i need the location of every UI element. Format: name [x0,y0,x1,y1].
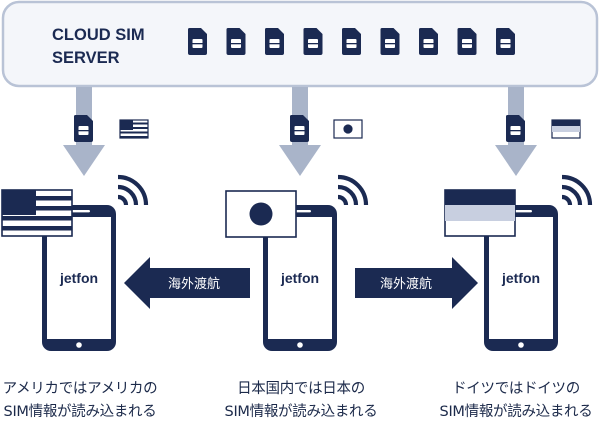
server-label-line1: CLOUD SIM [52,26,145,44]
caption-japan-line1: 日本国内では日本の [237,381,365,397]
wifi-signal-icon [338,177,366,205]
caption-japan-line2: SIM情報が読み込まれる [224,404,378,420]
usa-flag-icon [1,189,73,237]
sim-card-icon [496,28,515,55]
japan-flag-icon [333,119,363,139]
sim-card-icon [188,28,207,55]
phone-brand-germany: jetfon [501,270,540,286]
sim-card-icon [265,28,284,55]
sim-card-icon [380,28,400,55]
sim-card-icon [290,115,309,142]
japan-flag-icon [225,190,297,238]
server-sim-cards [188,28,515,55]
caption-usa-line1: アメリカではアメリカの [2,381,158,397]
caption-germany: ドイツではドイツの SIM情報が読み込まれる [421,378,600,424]
sim-card-icon [419,28,438,55]
sim-card-icon [226,28,246,55]
phone-brand-japan: jetfon [280,270,319,286]
caption-japan: 日本国内では日本の SIM情報が読み込まれる [206,378,396,424]
caption-usa-line2: SIM情報が読み込まれる [3,404,157,420]
sim-card-icon [506,115,525,142]
caption-germany-line1: ドイツではドイツの [452,381,580,397]
sim-card-icon [457,28,477,55]
sim-card-icon [74,115,93,142]
phone-brand-usa: jetfon [59,270,98,286]
sim-card-icon [342,28,361,55]
usa-flag-icon [119,119,149,139]
server-label-line2: SERVER [52,49,120,67]
caption-usa: アメリカではアメリカの SIM情報が読み込まれる [0,378,175,424]
cloud-sim-server [1,0,599,88]
travel-arrow-left-label: 海外渡航 [168,276,220,292]
phone-usa [42,205,116,351]
travel-arrow-right-label: 海外渡航 [380,276,432,292]
wifi-signal-icon [562,177,590,205]
phone-germany [484,205,558,351]
wifi-signal-icon [118,177,146,205]
sim-card-icon [303,28,323,55]
germany-flag-icon [551,119,581,139]
travel-arrow-right: 海外渡航 [355,257,478,309]
caption-germany-line2: SIM情報が読み込まれる [439,404,593,420]
germany-flag-icon [444,189,516,237]
travel-arrow-left: 海外渡航 [124,257,250,309]
